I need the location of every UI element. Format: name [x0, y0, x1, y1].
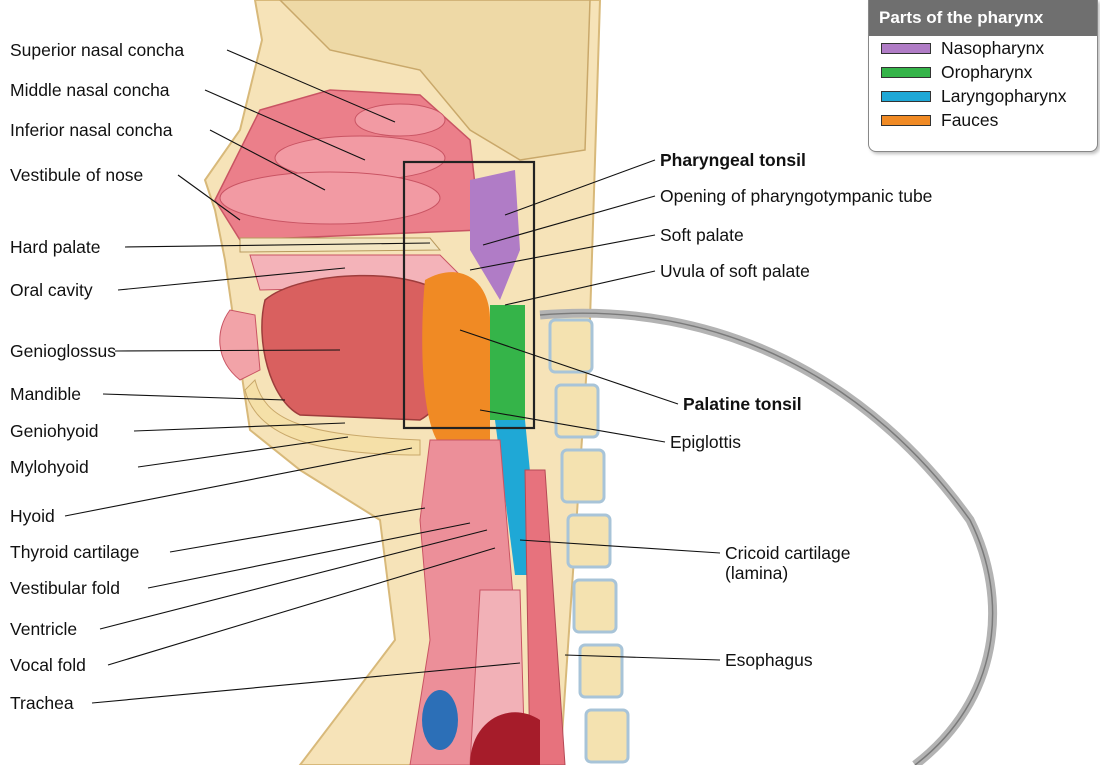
label-cricoid-cartilage: Cricoid cartilage (lamina): [725, 543, 885, 583]
label-middle-nasal-concha: Middle nasal concha: [10, 80, 170, 100]
fauces-region: [422, 272, 490, 445]
oropharynx-region: [490, 305, 525, 420]
legend-label: Nasopharynx: [941, 38, 1044, 58]
lips: [220, 310, 260, 380]
legend-item-oropharynx: Oropharynx: [869, 60, 1097, 84]
label-pharyngeal-tonsil: Pharyngeal tonsil: [660, 150, 806, 170]
label-trachea: Trachea: [10, 693, 74, 713]
legend-swatch-nasopharynx: [881, 43, 931, 54]
label-superior-nasal-concha: Superior nasal concha: [10, 40, 184, 60]
vertebra: [562, 450, 604, 502]
label-mylohyoid: Mylohyoid: [10, 457, 89, 477]
vertebra: [586, 710, 628, 762]
label-esophagus: Esophagus: [725, 650, 813, 670]
legend-swatch-fauces: [881, 115, 931, 126]
label-geniohyoid: Geniohyoid: [10, 421, 99, 441]
label-palatine-tonsil: Palatine tonsil: [683, 394, 802, 414]
label-vestibular-fold: Vestibular fold: [10, 578, 120, 598]
label-genioglossus: Genioglossus: [10, 341, 116, 361]
label-epiglottis: Epiglottis: [670, 432, 741, 452]
label-thyroid-cartilage: Thyroid cartilage: [10, 542, 139, 562]
label-hard-palate: Hard palate: [10, 237, 100, 257]
label-ventricle: Ventricle: [10, 619, 77, 639]
legend-label: Fauces: [941, 110, 998, 130]
vertebra: [574, 580, 616, 632]
label-inferior-nasal-concha: Inferior nasal concha: [10, 120, 172, 140]
legend-label: Laryngopharynx: [941, 86, 1067, 106]
label-oral-cavity: Oral cavity: [10, 280, 93, 300]
label-vocal-fold: Vocal fold: [10, 655, 86, 675]
inferior-concha: [220, 172, 440, 224]
legend-swatch-oropharynx: [881, 67, 931, 78]
label-uvula-of-soft-palate: Uvula of soft palate: [660, 261, 810, 281]
label-hyoid: Hyoid: [10, 506, 55, 526]
artery: [422, 690, 458, 750]
vertebra: [568, 515, 610, 567]
legend-swatch-laryngopharynx: [881, 91, 931, 102]
vertebra: [580, 645, 622, 697]
legend-label: Oropharynx: [941, 62, 1032, 82]
label-soft-palate: Soft palate: [660, 225, 744, 245]
legend-panel: Parts of the pharynx Nasopharynx Orophar…: [868, 0, 1098, 152]
legend-item-nasopharynx: Nasopharynx: [869, 36, 1097, 60]
legend-item-laryngopharynx: Laryngopharynx: [869, 84, 1097, 108]
vertebra: [550, 320, 592, 372]
legend-item-fauces: Fauces: [869, 108, 1097, 132]
label-mandible: Mandible: [10, 384, 81, 404]
legend-title: Parts of the pharynx: [869, 0, 1097, 36]
label-vestibule-of-nose: Vestibule of nose: [10, 165, 143, 185]
superior-concha: [355, 104, 445, 136]
label-opening-pharyngotympanic-tube: Opening of pharyngotympanic tube: [660, 186, 932, 206]
